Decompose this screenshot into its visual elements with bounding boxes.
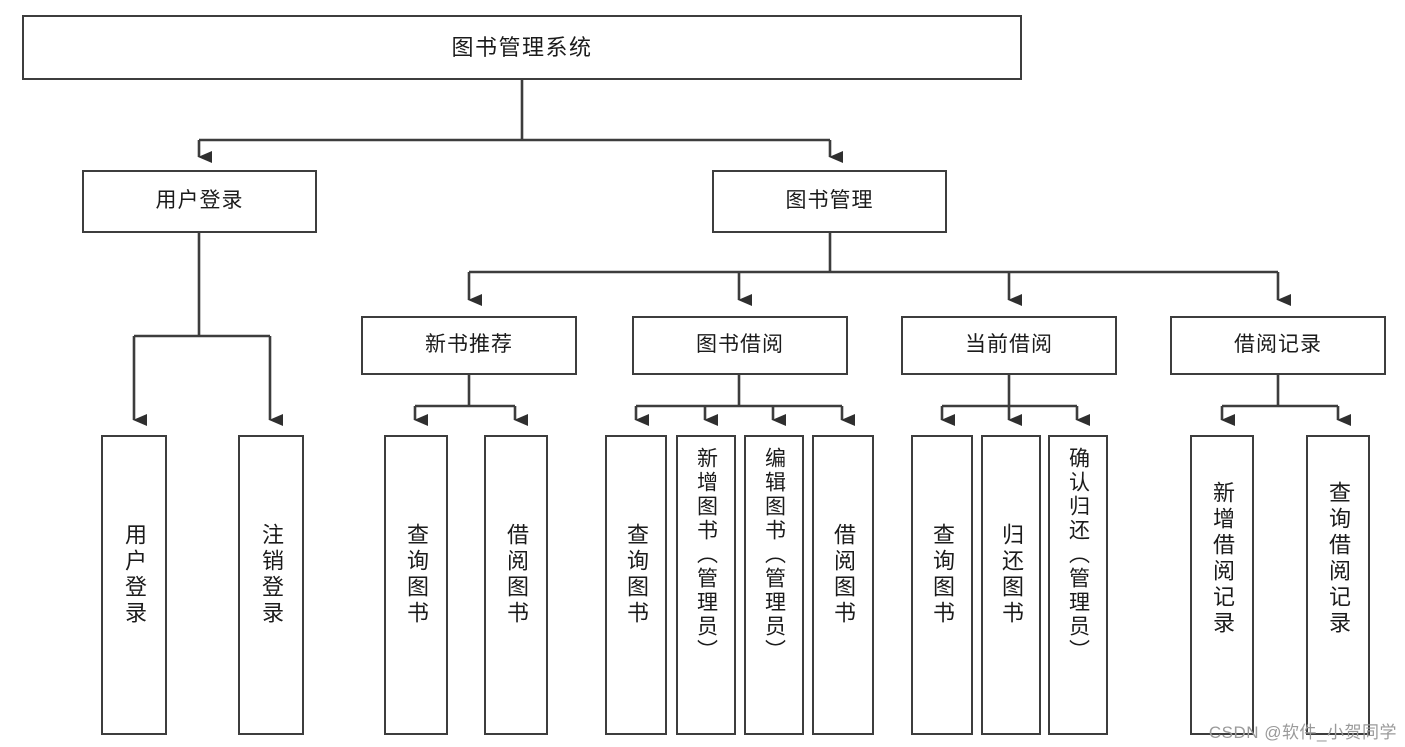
node-label: 图书借阅 bbox=[696, 333, 784, 357]
node-label: 借阅图书 bbox=[504, 523, 529, 627]
leaf-borrow-book[interactable]: 借阅图书 bbox=[812, 435, 874, 735]
node-book-borrow[interactable]: 图书借阅 bbox=[632, 316, 848, 375]
leaf-user-login[interactable]: 用户登录 bbox=[101, 435, 167, 735]
node-borrow-record[interactable]: 借阅记录 bbox=[1170, 316, 1386, 375]
node-label: 当前借阅 bbox=[965, 333, 1053, 357]
node-label: 用户登录 bbox=[155, 189, 244, 213]
node-label: 新增借阅记录 bbox=[1210, 481, 1235, 637]
node-label: 确认归还（管理员） bbox=[1066, 447, 1090, 663]
node-label: 查询图书 bbox=[624, 523, 649, 627]
node-root-book-management-system[interactable]: 图书管理系统 bbox=[22, 15, 1022, 80]
leaf-borrow-book-recommend[interactable]: 借阅图书 bbox=[484, 435, 548, 735]
leaf-query-book-recommend[interactable]: 查询图书 bbox=[384, 435, 448, 735]
node-book-management[interactable]: 图书管理 bbox=[712, 170, 947, 233]
node-label: 编辑图书（管理员） bbox=[762, 447, 786, 663]
node-user-login[interactable]: 用户登录 bbox=[82, 170, 317, 233]
node-label: 查询图书 bbox=[404, 523, 429, 627]
node-label: 注销登录 bbox=[259, 523, 284, 627]
leaf-user-logout[interactable]: 注销登录 bbox=[238, 435, 304, 735]
node-label: 图书管理系统 bbox=[451, 34, 593, 60]
node-label: 查询图书 bbox=[930, 523, 955, 627]
leaf-add-borrow-record[interactable]: 新增借阅记录 bbox=[1190, 435, 1254, 735]
node-label: 新增图书（管理员） bbox=[694, 447, 718, 663]
leaf-add-book[interactable]: 新增图书（管理员） bbox=[676, 435, 736, 735]
node-label: 图书管理 bbox=[785, 189, 874, 213]
node-label: 借阅图书 bbox=[831, 523, 856, 627]
node-label: 归还图书 bbox=[999, 523, 1024, 627]
node-label: 查询借阅记录 bbox=[1326, 481, 1351, 637]
leaf-query-book-borrow[interactable]: 查询图书 bbox=[605, 435, 667, 735]
leaf-confirm-return[interactable]: 确认归还（管理员） bbox=[1048, 435, 1108, 735]
leaf-return-book[interactable]: 归还图书 bbox=[981, 435, 1041, 735]
node-label: 借阅记录 bbox=[1234, 333, 1322, 357]
node-current-borrow[interactable]: 当前借阅 bbox=[901, 316, 1117, 375]
csdn-watermark: CSDN @软件_小贺同学 bbox=[1208, 723, 1397, 742]
leaf-query-borrow-record[interactable]: 查询借阅记录 bbox=[1306, 435, 1370, 735]
node-label: 新书推荐 bbox=[425, 333, 513, 357]
leaf-edit-book[interactable]: 编辑图书（管理员） bbox=[744, 435, 804, 735]
node-new-book-recommend[interactable]: 新书推荐 bbox=[361, 316, 577, 375]
leaf-query-book-current[interactable]: 查询图书 bbox=[911, 435, 973, 735]
node-label: 用户登录 bbox=[122, 523, 147, 627]
